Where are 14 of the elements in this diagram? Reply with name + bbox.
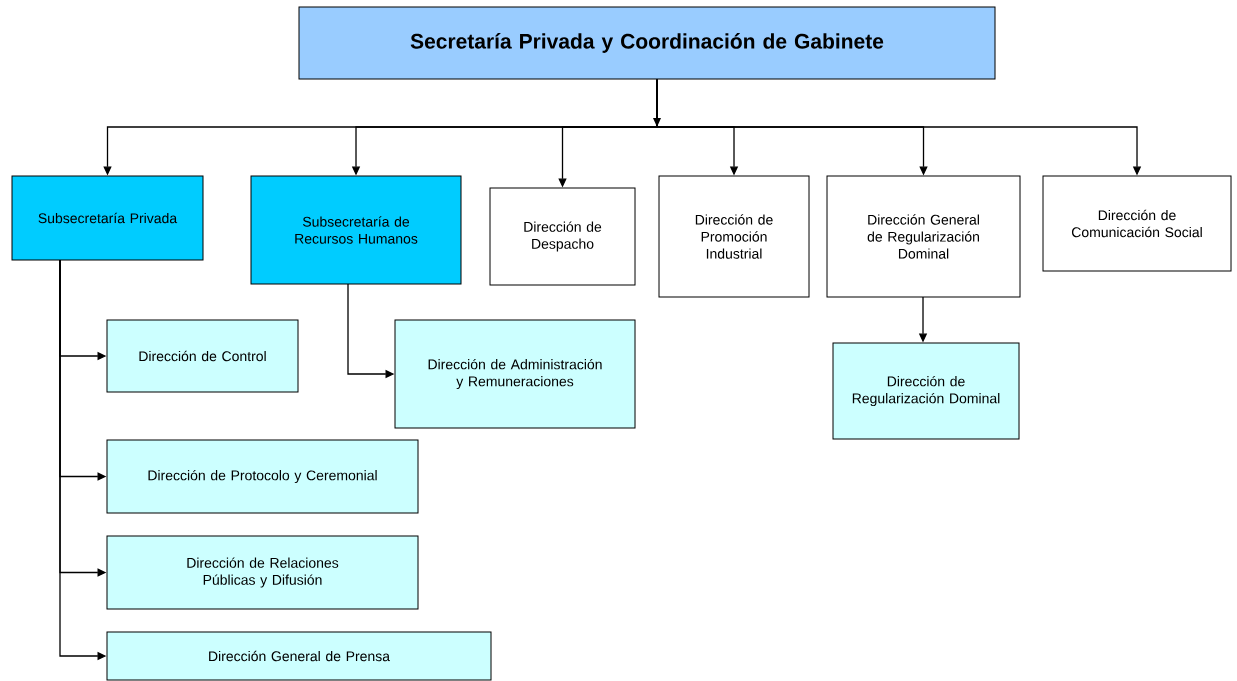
- arrow: [653, 118, 661, 127]
- org-box: Dirección de Comunicación Social: [1042, 175, 1232, 272]
- org-box: Dirección de Administración y Remuneraciones: [394, 319, 636, 429]
- org-box: Dirección de Regularización Dominal: [832, 342, 1020, 440]
- org-box: Subsecretaría Privada: [11, 175, 204, 261]
- org-box: Dirección General de Prensa: [106, 631, 492, 681]
- org-box: Dirección de Control: [106, 319, 299, 393]
- org-box: Subsecretaría de Recursos Humanos: [250, 175, 462, 285]
- org-box: Dirección de Protocolo y Ceremonial: [106, 439, 419, 514]
- org-box: Dirección de Promoción Industrial: [658, 175, 810, 298]
- org-box: Dirección de Relaciones Públicas y Difusión: [106, 535, 419, 610]
- org-box: Dirección General de Regularización Dominal: [826, 175, 1021, 298]
- title-box: Secretaría Privada y Coordinación de Gabinete: [298, 6, 996, 80]
- org-box: Dirección de Despacho: [489, 187, 636, 286]
